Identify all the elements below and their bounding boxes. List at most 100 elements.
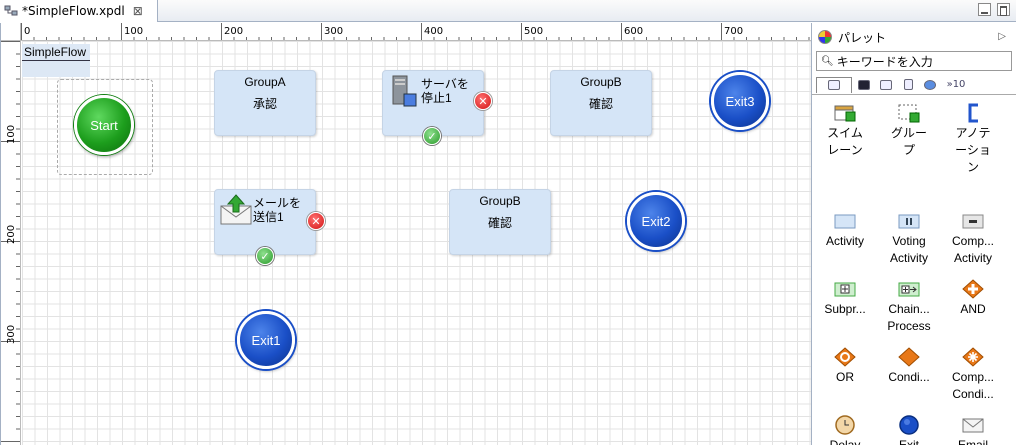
activity-label: サーバを 停止1 [421,77,469,105]
tab-document[interactable] [898,77,918,93]
activity-send-mail[interactable]: メールを 送信1 [214,189,316,255]
ruler-label: 200 [6,225,17,244]
palette-item-group[interactable]: グルー プ [876,103,942,159]
palette-item-subprocess[interactable]: Subpr... [812,279,878,318]
email-icon [962,415,984,435]
error-marker-icon[interactable]: ✕ [474,92,492,110]
palette-item-exit[interactable]: Exit [876,415,942,445]
swimlane-icon [834,103,856,123]
error-marker-icon[interactable]: ✕ [307,212,325,230]
palette-item-and-gateway[interactable]: AND [940,279,1006,318]
start-selection-frame [57,79,153,175]
ruler-label: 300 [324,26,343,37]
palette-search-input[interactable]: 🔍︎ キーワードを入力 [816,51,1012,71]
editor-tab-bar: *SimpleFlow.xpdl ⊠ [0,0,1016,22]
activity-title: GroupB [479,194,521,208]
exit-icon [898,415,920,435]
palette-item-label: Condi... [888,370,930,384]
palette-item-label: Delay [829,438,861,445]
exit2-event[interactable]: Exit2 [627,192,685,250]
server-icon [391,75,419,112]
palette-item-label: Comp... Activity [951,234,994,265]
collapse-arrow-icon[interactable]: ▷ [998,31,1006,42]
palette-item-label: スイム レーン [827,126,863,157]
pool-label[interactable]: SimpleFlow [22,44,90,61]
palette-item-label: Email [957,438,988,445]
activity-groupa-approve[interactable]: GroupA 承認 [214,70,316,136]
pool-band [22,61,90,77]
annotation-icon [962,103,984,123]
palette-item-compensation-activity[interactable]: Comp... Activity [940,211,1006,267]
close-tab-icon[interactable]: ⊠ [132,4,143,18]
ruler-label: 500 [524,26,543,37]
start-event[interactable]: Start [74,95,134,155]
ruler-label: 600 [624,26,643,37]
check-marker-icon[interactable]: ✓ [256,247,274,265]
label-line-1: サーバを [421,77,469,91]
search-icon: 🔍︎ [821,55,834,67]
check-marker-icon[interactable]: ✓ [423,127,441,145]
more-count: 10 [952,79,966,90]
activity-subtitle: 確認 [487,216,512,230]
activity-groupb-confirm-mid[interactable]: GroupB 確認 [449,189,551,255]
group-icon [898,103,920,123]
minimize-button[interactable] [978,3,991,16]
window-controls [978,3,1010,16]
ruler-corner [1,23,21,41]
palette-item-label: AND [960,302,986,316]
tab-simpleflow[interactable]: *SimpleFlow.xpdl ⊠ [0,0,158,22]
tab-console[interactable] [854,77,874,93]
label-line-2: 停止1 [421,91,452,105]
palette-item-swimlane[interactable]: スイム レーン [812,103,878,159]
label-line-2: 送信1 [253,210,284,224]
chain-process-icon [898,279,920,299]
activity-stop-server[interactable]: サーバを 停止1 [382,70,484,136]
activity-groupb-confirm-top[interactable]: GroupB 確認 [550,70,652,136]
palette-item-annotation[interactable]: アノテ ーショ ン [940,103,1006,176]
palette-tabs: »10 [812,75,1016,95]
tab-mail[interactable] [876,77,896,93]
palette-item-activity[interactable]: Activity [812,211,878,250]
or-gateway-icon [834,347,856,367]
palette-item-label: OR [836,370,854,384]
tab-refresh[interactable] [920,77,940,93]
palette-item-chain-process[interactable]: Chain... Process [876,279,942,335]
label-line-1: メールを [253,196,302,210]
palette-item-label: Comp... Condi... [951,370,994,401]
ruler-label: 700 [724,26,743,37]
tab-more[interactable]: »10 [946,79,966,90]
tab-basic[interactable] [816,76,852,93]
palette-item-email[interactable]: Email [940,415,1006,445]
exit3-event[interactable]: Exit3 [711,72,769,130]
activity-title: GroupB [580,75,622,89]
palette-icon [818,30,832,44]
palette-item-conditional-gateway[interactable]: Condi... [876,347,942,386]
horizontal-ruler: 0 100 200 300 400 500 600 700 [21,23,812,41]
diagram-canvas[interactable]: SimpleFlow Start GroupA 承認 サーバを 停止1 ✕ ✓ … [22,41,812,445]
voting-activity-icon [898,211,920,231]
palette-item-label: グルー プ [890,126,927,157]
ruler-label: 0 [24,26,30,37]
ruler-label: 100 [124,26,143,37]
and-gateway-icon [962,279,984,299]
search-placeholder: キーワードを入力 [836,54,933,69]
palette-panel: パレット ▷ 🔍︎ キーワードを入力 »10 スイム レーングルー プアノテ ー… [811,23,1016,445]
ruler-label: 100 [6,125,17,144]
subprocess-icon [834,279,856,299]
ruler-label: 200 [224,26,243,37]
maximize-button[interactable] [997,3,1010,16]
activity-subtitle: 確認 [588,97,613,111]
delay-icon [834,415,856,435]
palette-item-complex-condition[interactable]: Comp... Condi... [940,347,1006,403]
palette-item-label: Subpr... [824,302,866,316]
activity-icon [834,211,856,231]
palette-header: パレット ▷ [812,23,1016,51]
palette-item-or-gateway[interactable]: OR [812,347,878,386]
palette-item-label: Chain... Process [887,302,931,333]
conditional-gateway-icon [898,347,920,367]
exit1-event[interactable]: Exit1 [237,311,295,369]
palette-item-voting-activity[interactable]: Voting Activity [876,211,942,267]
ruler-label: 400 [424,26,443,37]
palette-item-delay[interactable]: Delay [812,415,878,445]
complex-condition-icon [962,347,984,367]
